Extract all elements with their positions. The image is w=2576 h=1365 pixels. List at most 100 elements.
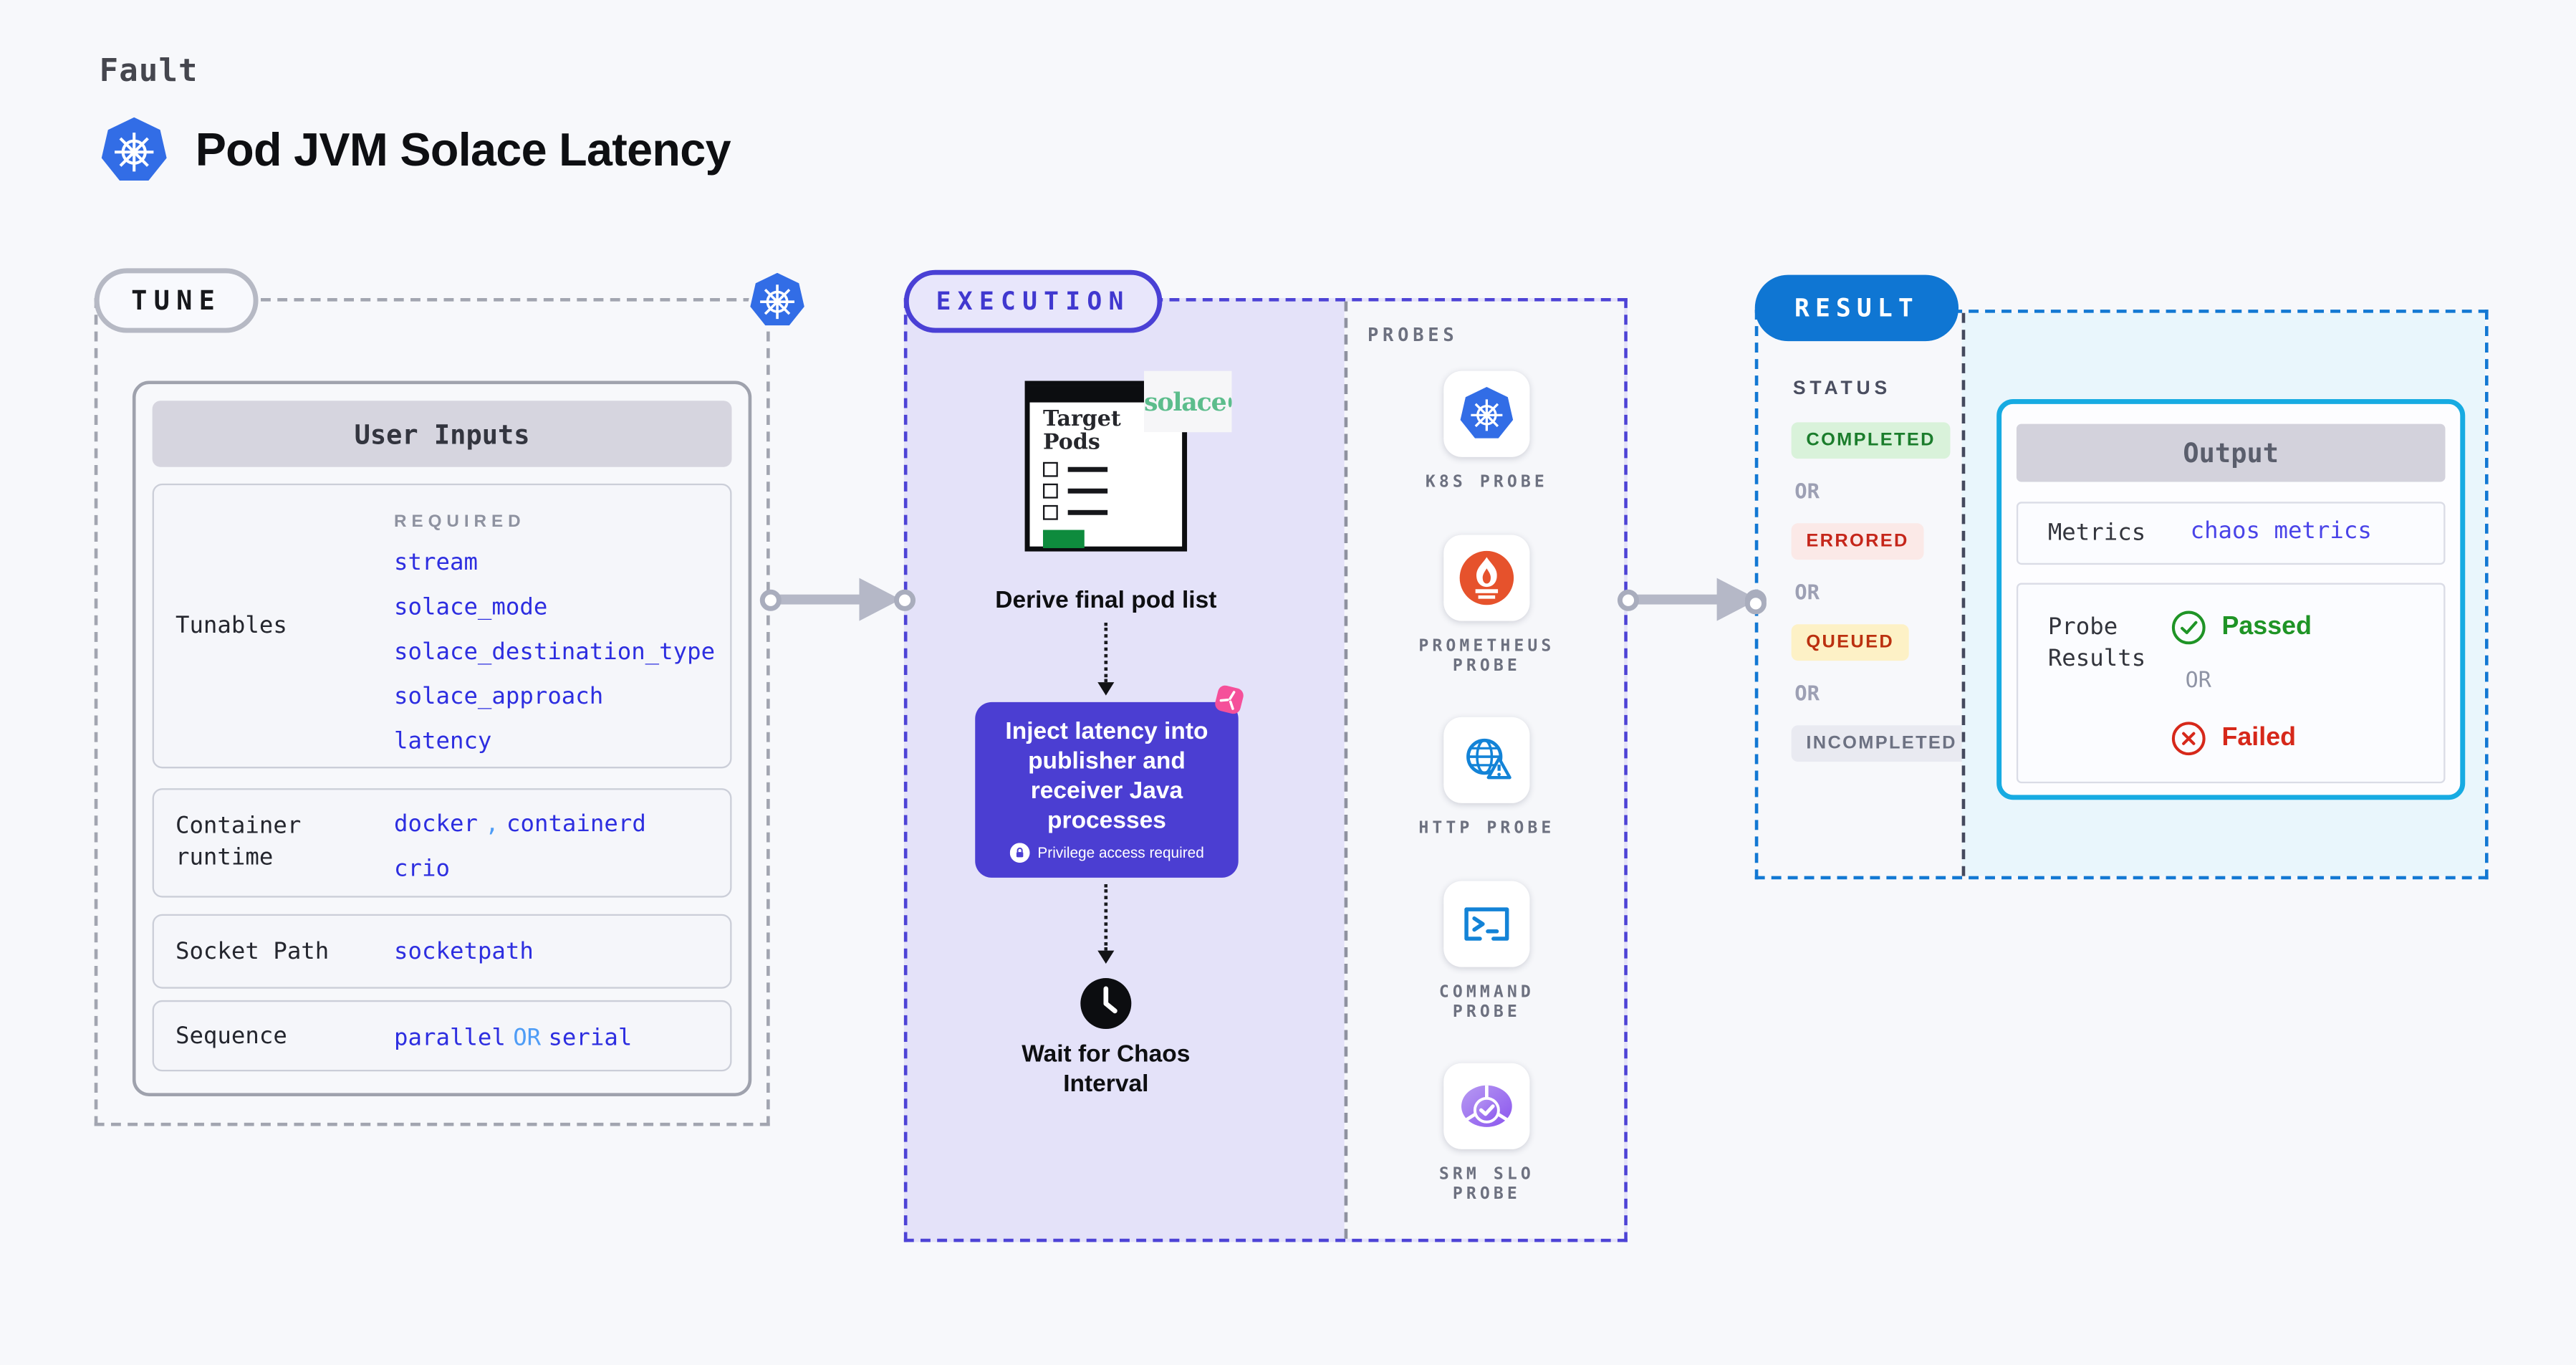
x-circle-icon [2171, 722, 2206, 756]
probes-heading: PROBES [1367, 324, 1458, 347]
status-or: OR [1794, 478, 1820, 504]
required-tag: REQUIRED [394, 512, 526, 532]
srm-slo-probe-card [1443, 1063, 1530, 1149]
checkbox-icon [1042, 483, 1058, 499]
probe-label: HTTP PROBE [1418, 819, 1555, 838]
sequence-label: Sequence [175, 1023, 287, 1050]
list-line [1067, 489, 1108, 494]
lock-icon [1009, 843, 1029, 863]
output-area: Output Metrics chaos metrics Probe Resul… [1961, 312, 2485, 876]
user-inputs-title: User Inputs [152, 401, 732, 467]
tunable-value: stream [394, 550, 478, 577]
tune-section: TUNE User Inputs Tunables REQUIRED strea… [94, 268, 770, 1126]
execution-section: EXECUTION Target Pods solace Derive fina… [903, 269, 1628, 1242]
tunables-row: Tunables REQUIRED stream solace_mode sol… [152, 483, 732, 769]
status-badge: COMPLETED [1791, 422, 1951, 459]
runtime-value: containerd [506, 811, 646, 838]
fault-eyebrow: Fault [99, 52, 198, 90]
sequence-value: parallel [394, 1025, 506, 1052]
metrics-row: Metrics chaos metrics [2016, 502, 2446, 565]
page-title: Pod JVM Solace Latency [195, 124, 731, 176]
sequence-values: parallel OR serial [394, 1023, 632, 1053]
flow-connector [1104, 884, 1108, 951]
connector-port [759, 588, 781, 610]
arrow-shaft [1637, 594, 1721, 605]
prometheus-probe-card [1443, 535, 1530, 621]
pod-list-item [1042, 483, 1182, 499]
check-circle-icon [2171, 610, 2206, 645]
tunable-value: solace_mode [394, 594, 548, 621]
metrics-value: chaos metrics [2190, 518, 2372, 545]
title-row: Pod JVM Solace Latency [100, 116, 731, 186]
container-runtime-row: Container runtime docker , containerd cr… [152, 788, 732, 898]
probe-label: K8S PROBE [1425, 473, 1548, 492]
failed-result: Failed [2171, 720, 2296, 757]
status-or: OR [1794, 579, 1820, 605]
srm-slo-icon [1461, 1085, 1512, 1127]
user-inputs-box: User Inputs Tunables REQUIRED stream sol… [132, 380, 752, 1096]
derive-step-label: Derive final pod list [995, 588, 1217, 615]
window-titlebar [1029, 385, 1183, 403]
probe-label: PROMETHEUS PROBE [1418, 637, 1555, 676]
terminal-icon [1464, 907, 1509, 941]
clock-icon [1080, 978, 1132, 1030]
kubernetes-icon [1460, 387, 1514, 439]
checkbox-icon [1042, 461, 1058, 477]
sequence-or: OR [513, 1025, 542, 1052]
chaos-icon [1215, 685, 1244, 714]
container-runtime-label: Container runtime [175, 813, 302, 871]
tunable-value: solace_approach [394, 684, 604, 711]
status-badge: QUEUED [1791, 624, 1909, 661]
pod-list-item [1042, 504, 1182, 520]
sequence-value: serial [548, 1025, 633, 1052]
status-badge: ERRORED [1791, 523, 1924, 560]
progress-bar [1042, 530, 1085, 548]
arrow-shaft [779, 594, 863, 605]
solace-logo: solace [1143, 370, 1232, 433]
wait-step-label: Wait for Chaos Interval [1022, 1041, 1191, 1098]
globe-warning-icon [1466, 738, 1512, 780]
target-pods-title: Target Pods [1042, 407, 1121, 456]
privilege-note: Privilege access required [1009, 843, 1204, 863]
k8s-probe-card [1443, 370, 1530, 457]
kubernetes-icon [101, 117, 167, 181]
checkbox-icon [1042, 504, 1058, 520]
kubernetes-icon [746, 269, 808, 329]
arrow-down-icon [1097, 682, 1115, 696]
output-or: OR [2185, 669, 2211, 694]
arrow-down-icon [1097, 950, 1115, 964]
connector-port [1616, 588, 1638, 610]
command-probe-card [1443, 881, 1530, 967]
probes-column: PROBES K8S PROBE [1344, 301, 1625, 1239]
prometheus-icon [1459, 550, 1514, 605]
status-or: OR [1794, 680, 1820, 706]
connector-port [1744, 592, 1767, 614]
metrics-label: Metrics [2047, 519, 2146, 547]
probe-label: SRM SLO PROBE [1438, 1166, 1534, 1204]
runtime-value: docker [394, 811, 478, 838]
tunable-value: latency [394, 728, 492, 755]
container-runtime-values: docker , containerd crio [394, 810, 646, 884]
pod-list-item [1042, 461, 1182, 477]
sequence-row: Sequence parallel OR serial [152, 1000, 732, 1072]
status-list: COMPLETED OR ERRORED OR QUEUED OR INCOMP… [1791, 422, 1972, 762]
tunables-values: REQUIRED stream solace_mode solace_desti… [394, 512, 715, 755]
output-title: Output [2016, 423, 2446, 482]
list-line [1067, 510, 1108, 515]
result-badge: RESULT [1754, 274, 1959, 342]
socket-path-row: Socket Path socketpath [152, 914, 732, 989]
output-card: Output Metrics chaos metrics Probe Resul… [1996, 398, 2466, 800]
tunables-label: Tunables [175, 613, 287, 640]
status-heading: STATUS [1792, 379, 1891, 399]
tune-badge: TUNE [94, 268, 259, 333]
socket-path-value: socketpath [394, 939, 534, 966]
result-section: RESULT STATUS COMPLETED OR ERRORED OR QU… [1744, 274, 2489, 880]
tunable-value: solace_destination_type [394, 639, 716, 666]
inject-step-label: Inject latency into publisher and receiv… [1005, 719, 1208, 835]
execution-badge: EXECUTION [903, 269, 1163, 333]
runtime-value: crio [394, 856, 450, 883]
http-probe-card [1443, 717, 1530, 803]
flow-connector [1104, 622, 1108, 683]
